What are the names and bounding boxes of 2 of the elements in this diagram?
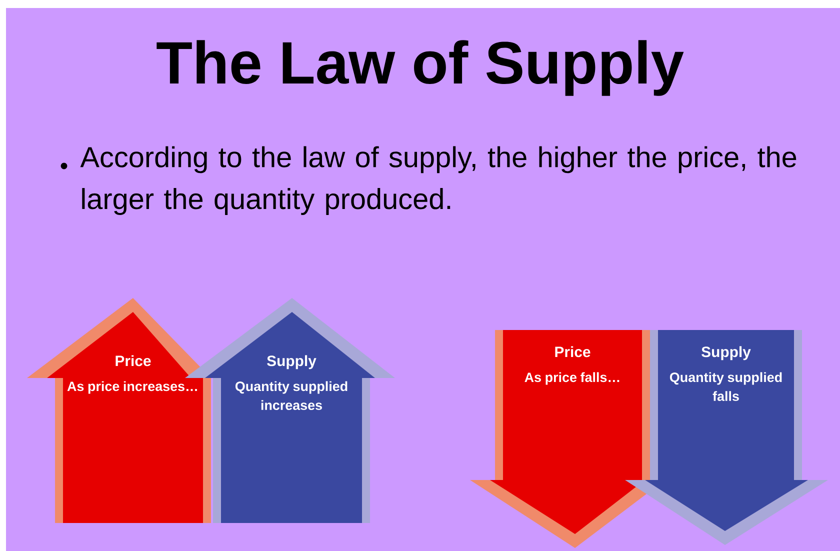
bullet-text: According to the law of supply, the higher the price, the larger the quantity produced. [80, 146, 796, 215]
title: The Law of Supply [156, 40, 684, 96]
